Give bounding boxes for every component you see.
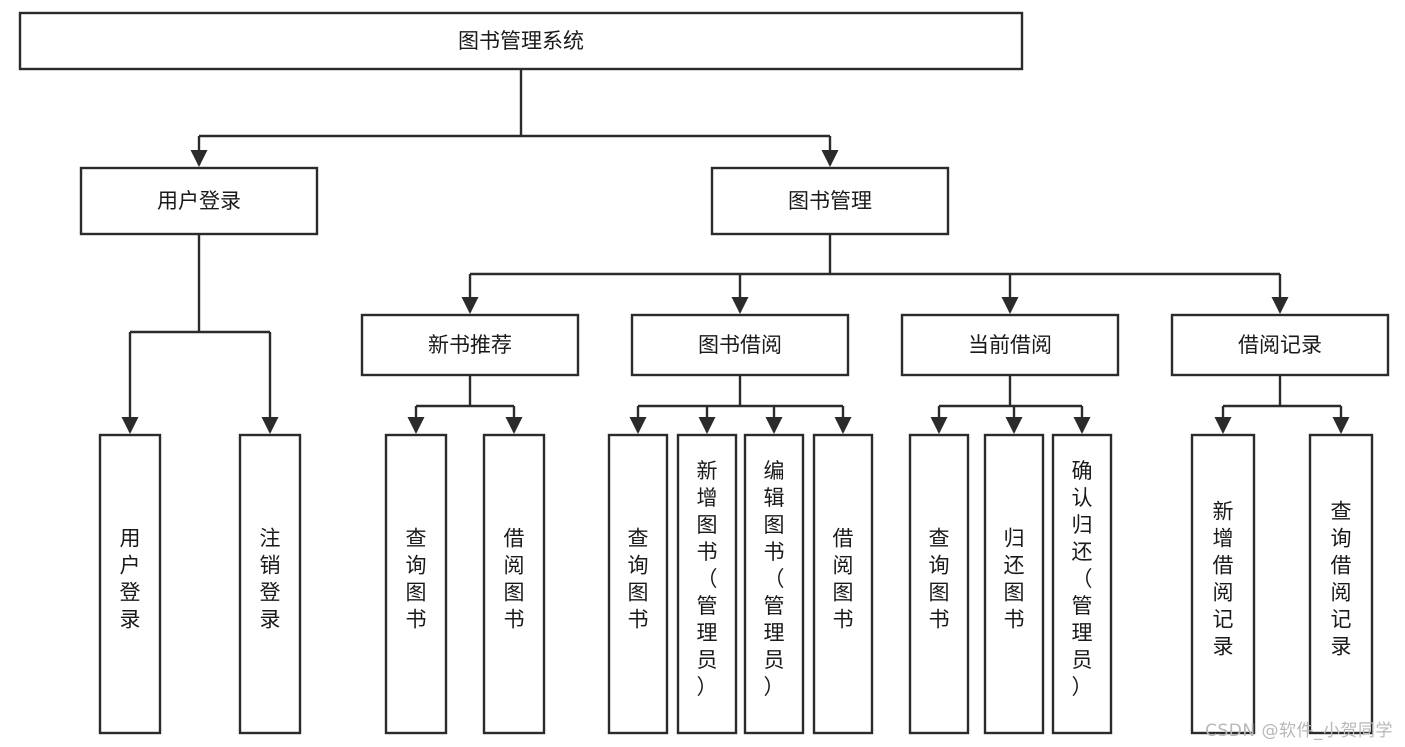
- node-label: 查询图书: [929, 527, 950, 632]
- node-label: 借阅记录: [1238, 333, 1322, 357]
- node-label: 注销登录: [260, 527, 281, 632]
- node-label: 查询借阅记录: [1331, 500, 1352, 659]
- node-leaf[interactable]: 用户登录: [98, 433, 162, 735]
- node-label: 编辑图书（管理员）: [764, 459, 785, 699]
- node-leaf[interactable]: 新增借阅记录: [1190, 433, 1256, 735]
- node-leaf[interactable]: 借阅图书: [482, 433, 546, 735]
- node-label: 当前借阅: [968, 333, 1052, 357]
- node-leaf[interactable]: 查询借阅记录: [1308, 433, 1374, 735]
- connectors-layer: [121, 69, 1350, 434]
- node-branch[interactable]: 图书管理: [710, 166, 950, 236]
- node-label: 图书管理系统: [458, 29, 584, 53]
- node-label: 新书推荐: [428, 333, 512, 357]
- node-branch[interactable]: 当前借阅: [900, 313, 1120, 377]
- node-label: 借阅图书: [504, 527, 525, 632]
- node-leaf[interactable]: 新增图书（管理员）: [676, 433, 738, 735]
- nodes-layer: 图书管理系统用户登录用户登录注销登录图书管理新书推荐查询图书借阅图书图书借阅查询…: [18, 11, 1390, 735]
- node-label: 确认归还（管理员）: [1072, 459, 1093, 699]
- node-label: 用户登录: [157, 189, 241, 213]
- node-label: 查询图书: [406, 527, 427, 632]
- node-label: 新增借阅记录: [1213, 500, 1234, 659]
- node-branch[interactable]: 借阅记录: [1170, 313, 1390, 377]
- node-label: 图书借阅: [698, 333, 782, 357]
- node-leaf[interactable]: 确认归还（管理员）: [1051, 433, 1113, 735]
- node-leaf[interactable]: 注销登录: [238, 433, 302, 735]
- node-leaf[interactable]: 归还图书: [983, 433, 1045, 735]
- node-leaf[interactable]: 查询图书: [607, 433, 669, 735]
- node-label: 归还图书: [1004, 527, 1025, 632]
- node-branch[interactable]: 图书管理系统: [18, 11, 1024, 71]
- node-branch[interactable]: 新书推荐: [360, 313, 580, 377]
- node-leaf[interactable]: 查询图书: [908, 433, 970, 735]
- node-label: 借阅图书: [833, 527, 854, 632]
- node-branch[interactable]: 图书借阅: [630, 313, 850, 377]
- node-leaf[interactable]: 借阅图书: [812, 433, 874, 735]
- node-label: 图书管理: [788, 189, 872, 213]
- node-leaf[interactable]: 查询图书: [384, 433, 448, 735]
- node-label: 用户登录: [120, 527, 141, 632]
- node-label: 查询图书: [628, 527, 649, 632]
- node-branch[interactable]: 用户登录: [79, 166, 319, 236]
- node-label: 新增图书（管理员）: [697, 459, 718, 699]
- node-leaf[interactable]: 编辑图书（管理员）: [743, 433, 805, 735]
